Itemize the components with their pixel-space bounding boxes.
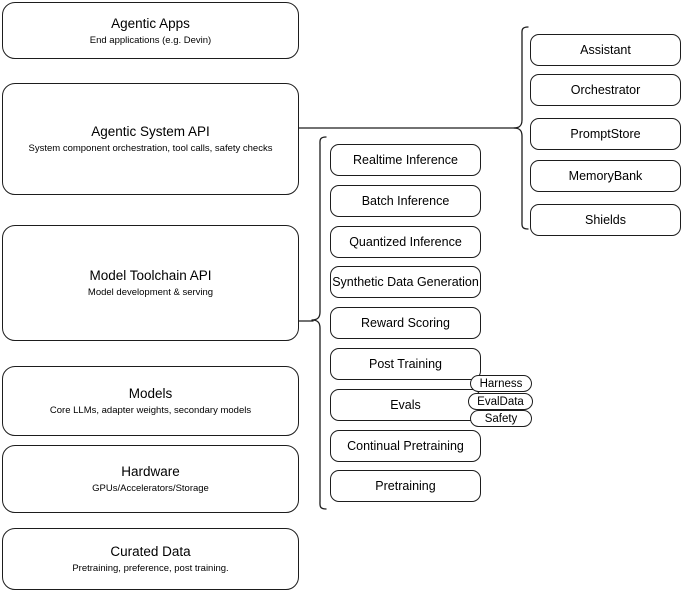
- layer-subtitle: Pretraining, preference, post training.: [72, 563, 229, 574]
- layer-box-curated-data[interactable]: Curated Data Pretraining, preference, po…: [2, 528, 299, 590]
- toolchain-component-reward-scoring[interactable]: Reward Scoring: [330, 307, 481, 339]
- layer-title: Curated Data: [110, 544, 191, 559]
- chip-label: Post Training: [369, 357, 442, 371]
- layer-subtitle: End applications (e.g. Devin): [89, 34, 212, 46]
- system-component-shields[interactable]: Shields: [530, 204, 681, 236]
- layer-box-hardware[interactable]: Hardware GPUs/Accelerators/Storage: [2, 445, 299, 513]
- toolchain-component-post-training[interactable]: Post Training: [330, 348, 481, 380]
- layer-subtitle: Core LLMs, adapter weights, secondary mo…: [49, 405, 252, 416]
- layer-box-models[interactable]: Models Core LLMs, adapter weights, secon…: [2, 366, 299, 436]
- chip-label: Realtime Inference: [353, 153, 458, 167]
- system-component-promptstore[interactable]: PromptStore: [530, 118, 681, 150]
- layer-subtitle: Model development & serving: [87, 287, 214, 298]
- toolchain-component-evals[interactable]: Evals: [330, 389, 481, 421]
- chip-label: Assistant: [580, 43, 631, 57]
- layer-title: Hardware: [121, 464, 180, 479]
- system-component-assistant[interactable]: Assistant: [530, 34, 681, 66]
- layer-box-model-toolchain-api[interactable]: Model Toolchain API Model development & …: [2, 225, 299, 341]
- system-component-orchestrator[interactable]: Orchestrator: [530, 74, 681, 106]
- toolchain-component-pretraining[interactable]: Pretraining: [330, 470, 481, 502]
- chip-label: Reward Scoring: [361, 316, 450, 330]
- toolchain-component-continual-pretraining[interactable]: Continual Pretraining: [330, 430, 481, 462]
- layer-title: Agentic Apps: [111, 15, 190, 31]
- chip-label: Synthetic Data Generation: [332, 275, 479, 289]
- chip-label: Evals: [390, 398, 421, 412]
- evals-subcomponent-safety[interactable]: Safety: [470, 410, 532, 427]
- chip-label: PromptStore: [570, 127, 641, 141]
- pill-label: Safety: [484, 412, 518, 425]
- chip-label: MemoryBank: [568, 169, 643, 183]
- toolchain-component-quantized-inference[interactable]: Quantized Inference: [330, 226, 481, 258]
- layer-subtitle: GPUs/Accelerators/Storage: [92, 483, 209, 494]
- connector-system-api-to-right-brace: [298, 127, 518, 129]
- evals-subcomponent-harness[interactable]: Harness: [470, 375, 532, 392]
- toolchain-component-synthetic-data-generation[interactable]: Synthetic Data Generation: [330, 266, 481, 298]
- chip-label: Pretraining: [375, 479, 436, 493]
- chip-label: Batch Inference: [361, 194, 450, 208]
- connector-toolchain-api-to-mid-brace: [298, 320, 314, 322]
- layer-box-agentic-apps[interactable]: Agentic Apps End applications (e.g. Devi…: [2, 2, 299, 59]
- toolchain-component-batch-inference[interactable]: Batch Inference: [330, 185, 481, 217]
- chip-label: Orchestrator: [570, 83, 641, 97]
- system-component-memorybank[interactable]: MemoryBank: [530, 160, 681, 192]
- chip-label: Shields: [585, 213, 626, 227]
- layer-subtitle: System component orchestration, tool cal…: [28, 143, 273, 154]
- pill-label: EvalData: [477, 395, 524, 408]
- chip-label: Quantized Inference: [349, 235, 462, 249]
- layer-title: Model Toolchain API: [89, 268, 212, 283]
- model-toolchain-brace: [311, 136, 327, 510]
- layer-title: Agentic System API: [91, 124, 210, 139]
- layer-title: Models: [128, 386, 173, 401]
- chip-label: Continual Pretraining: [347, 439, 464, 453]
- layer-box-agentic-system-api[interactable]: Agentic System API System component orch…: [2, 83, 299, 195]
- toolchain-component-realtime-inference[interactable]: Realtime Inference: [330, 144, 481, 176]
- pill-label: Harness: [479, 377, 523, 390]
- evals-subcomponent-evaldata[interactable]: EvalData: [468, 393, 533, 410]
- agentic-system-brace: [513, 26, 529, 230]
